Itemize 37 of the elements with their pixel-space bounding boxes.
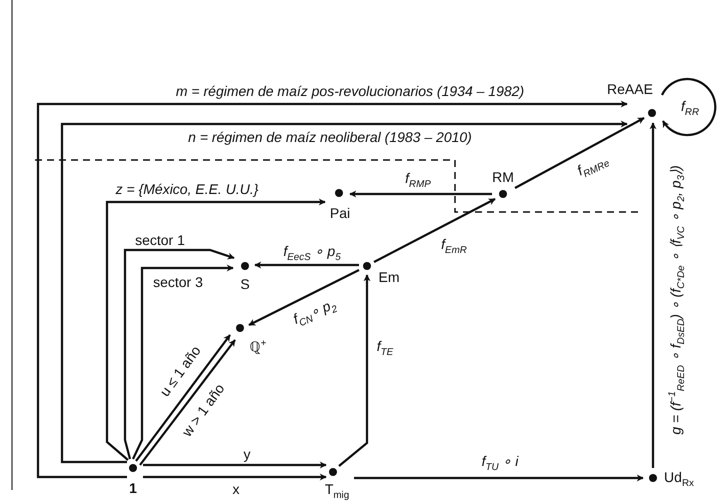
edge-label: f$_{TE}$ <box>376 338 394 358</box>
edge-label: sector 3 <box>153 274 203 290</box>
edge-label: f$_{RMRe}$ <box>574 157 612 182</box>
edge-label: f$_{TU}$ ∘ i <box>482 453 518 473</box>
arrow <box>124 248 235 460</box>
node-label: RM <box>492 169 514 185</box>
node-label: ReAAE <box>607 81 653 97</box>
edge-label: f$_{EecS}$ ∘ p$_{5}$ <box>283 243 341 263</box>
arrow <box>248 269 360 326</box>
arrow <box>143 474 327 480</box>
arrow <box>254 262 359 268</box>
arrow <box>354 474 644 482</box>
arrow <box>338 274 370 467</box>
arrow <box>650 122 656 468</box>
arrow <box>514 117 645 189</box>
edge-label: y <box>244 446 250 462</box>
edge-label: n = régimen de maíz neoliberal (1983 – 2010) <box>188 129 472 145</box>
node-label: Pai <box>330 205 350 221</box>
arrow <box>349 190 492 198</box>
node-label: T$_{mig}$ <box>324 481 350 501</box>
arrow <box>374 198 496 263</box>
arrow <box>132 264 234 460</box>
edge-label: m = régimen de maíz pos-revolucionarios (1934 – 1982) <box>176 83 524 99</box>
arrow <box>106 198 326 461</box>
node-label: S <box>240 276 250 292</box>
node-label: 1 <box>129 480 137 496</box>
edge-label: z = {México, E.E. U.U.} <box>116 181 258 197</box>
edge-label: f$_{RR}$ <box>680 98 700 118</box>
arrow <box>661 78 716 136</box>
node-label: Ud$_{Rx}$ <box>664 469 694 489</box>
node-label: Em <box>378 269 400 285</box>
edge-label: f$_{EmR}$ <box>441 236 467 256</box>
node-label: ℚ$^{+}$ <box>250 336 266 356</box>
arrow <box>143 462 327 468</box>
edge-label: sector 1 <box>135 232 185 248</box>
edge-label: x <box>232 481 240 497</box>
edge-label: f$_{RMP}$ <box>405 170 431 190</box>
